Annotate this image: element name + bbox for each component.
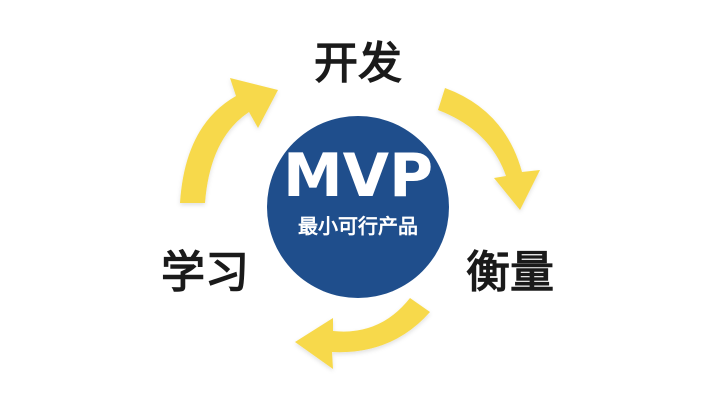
cycle-arrows (180, 78, 540, 369)
stage-label-right: 衡量 (466, 247, 554, 298)
center-circle (267, 116, 449, 298)
center-subtitle: 最小可行产品 (298, 214, 418, 238)
arrow-measure-to-learn (295, 298, 430, 369)
arrow-learn-to-build (180, 78, 278, 203)
arrow-build-to-measure (438, 88, 540, 210)
stage-label-top: 开发 (314, 38, 402, 89)
center-title: MVP (283, 141, 433, 211)
stage-label-left: 学习 (161, 247, 249, 298)
